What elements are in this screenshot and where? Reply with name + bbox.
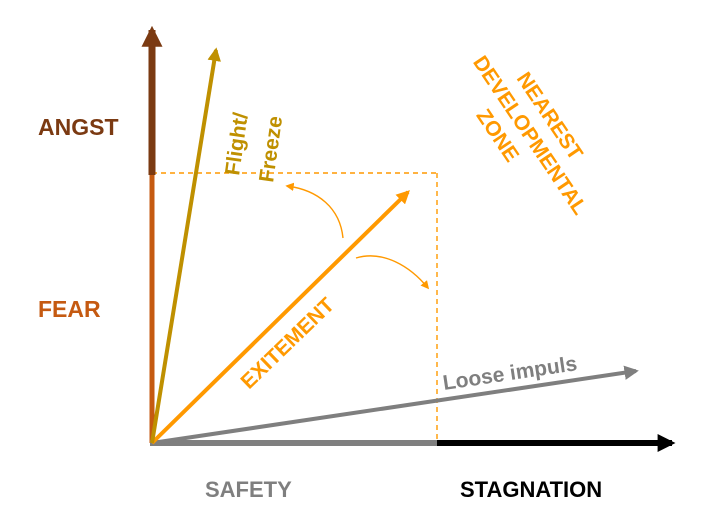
loose-impulse-arrow	[151, 365, 639, 445]
excitement-arrow	[150, 190, 410, 445]
flight-label: Flight/	[221, 111, 253, 177]
flight-freeze-arrow	[150, 47, 221, 444]
safety-label: SAFETY	[205, 477, 292, 502]
fear-label: FEAR	[38, 296, 101, 322]
angst-label: ANGST	[38, 114, 119, 140]
zone-label: NEAREST DEVELOPMENTAL ZONE	[468, 52, 591, 219]
curved-arrow-to-stagnation	[355, 255, 430, 290]
curved-arrow-to-angst	[285, 182, 344, 239]
stagnation-label: STAGNATION	[460, 477, 602, 502]
